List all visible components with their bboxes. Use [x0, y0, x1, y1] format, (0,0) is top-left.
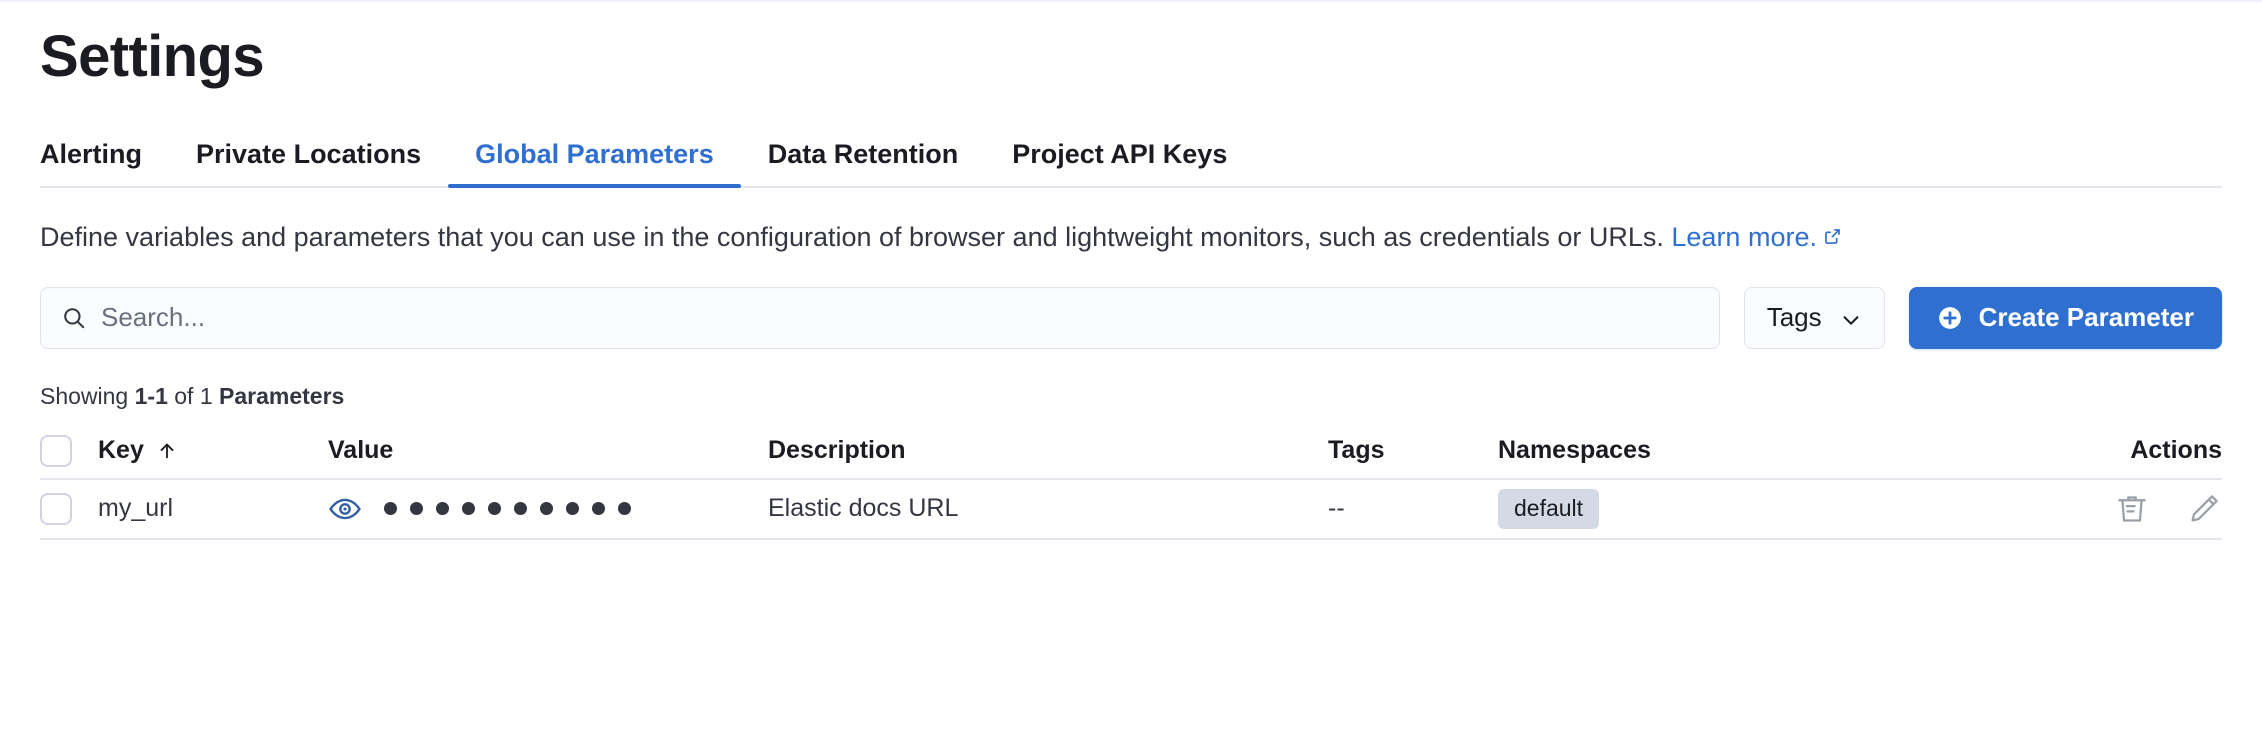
create-parameter-button[interactable]: Create Parameter — [1908, 286, 2222, 349]
learn-more-label: Learn more. — [1671, 221, 1817, 252]
cell-actions — [2052, 491, 2222, 527]
table-row: my_url Elastic docs URL -- — [40, 480, 2222, 540]
parameters-toolbar: Tags Create Parameter — [40, 286, 2222, 349]
edit-parameter-button[interactable] — [2186, 491, 2222, 527]
column-header-namespaces[interactable]: Namespaces — [1498, 436, 1651, 465]
cell-value — [328, 492, 768, 526]
learn-more-link[interactable]: Learn more. — [1671, 222, 1817, 252]
results-range: 1-1 — [134, 382, 168, 409]
parameters-table: Key Value Description Tags Namespaces — [40, 424, 2222, 540]
tab-data-retention[interactable]: Data Retention — [741, 139, 986, 186]
pencil-icon — [2186, 495, 2222, 530]
create-parameter-label: Create Parameter — [1978, 302, 2194, 333]
select-all-checkbox[interactable] — [40, 434, 72, 467]
tab-private-locations[interactable]: Private Locations — [169, 139, 448, 186]
results-unit: Parameters — [219, 382, 345, 409]
row-select-checkbox[interactable] — [40, 492, 72, 525]
plus-circle-icon — [1937, 305, 1963, 331]
search-input[interactable] — [101, 302, 1699, 334]
eye-icon[interactable] — [328, 492, 362, 526]
ascending-arrow-icon — [156, 440, 178, 462]
settings-tabs: Alerting Private Locations Global Parame… — [40, 132, 2222, 188]
cell-tags: -- — [1328, 494, 1345, 523]
tags-filter-button[interactable]: Tags — [1743, 286, 1885, 349]
select-all-cell — [40, 434, 98, 467]
column-header-actions: Actions — [2130, 436, 2222, 465]
status-badge: default — [1498, 489, 1600, 529]
tab-global-parameters[interactable]: Global Parameters — [448, 139, 741, 188]
page-description: Define variables and parameters that you… — [40, 220, 2220, 254]
trash-icon — [2114, 496, 2150, 530]
description-text: Define variables and parameters that you… — [40, 221, 1664, 252]
external-link-icon — [1823, 220, 1842, 244]
results-count: Showing 1-1 of 1 Parameters — [40, 383, 2222, 410]
search-icon — [61, 305, 87, 331]
masked-value — [384, 502, 631, 516]
delete-parameter-button[interactable] — [2114, 491, 2150, 527]
search-box[interactable] — [40, 286, 1720, 349]
results-prefix: Showing — [40, 382, 135, 409]
results-middle: of 1 — [167, 382, 220, 409]
page-title: Settings — [40, 24, 265, 89]
chevron-down-icon — [1840, 307, 1862, 329]
cell-description: Elastic docs URL — [768, 494, 959, 523]
tags-filter-label: Tags — [1766, 302, 1822, 333]
column-header-key-label: Key — [98, 436, 144, 465]
column-header-description[interactable]: Description — [768, 436, 906, 465]
column-header-value[interactable]: Value — [328, 436, 394, 465]
tab-project-api-keys[interactable]: Project API Keys — [985, 139, 1254, 186]
column-header-key[interactable]: Key — [98, 436, 328, 465]
tab-alerting[interactable]: Alerting — [40, 139, 169, 186]
row-select-cell — [40, 492, 98, 525]
column-header-tags[interactable]: Tags — [1328, 436, 1385, 465]
cell-key: my_url — [98, 494, 174, 523]
table-header-row: Key Value Description Tags Namespaces — [40, 424, 2222, 480]
